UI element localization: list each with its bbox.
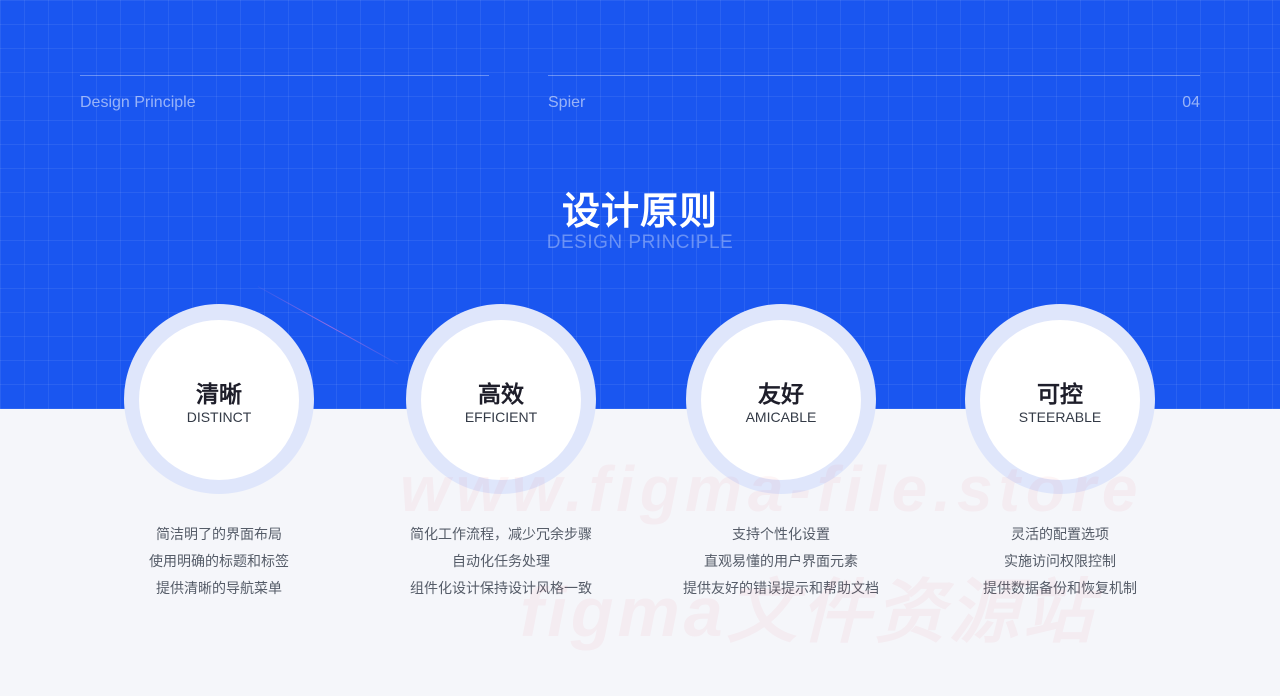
page-subtitle: DESIGN PRINCIPLE [546,232,734,253]
principle-description: 灵活的配置选项 实施访问权限控制 提供数据备份和恢复机制 [930,521,1190,602]
principle-en: AMICABLE [745,409,817,425]
description-line: 简化工作流程，减少冗余步骤 [410,526,592,542]
description-line: 实施访问权限控制 [1004,553,1116,569]
principle-name: 友好 [758,381,804,407]
principle-name: 高效 [478,381,524,407]
description-line: 自动化任务处理 [452,553,550,569]
header-rule-left [80,75,489,76]
principle-en: STEERABLE [1018,409,1102,425]
header-label-center: Spier [548,94,586,111]
description-line: 直观易懂的用户界面元素 [704,553,858,569]
description-line: 提供数据备份和恢复机制 [983,580,1137,596]
principle-en: EFFICIENT [464,409,538,425]
principle-name: 可控 [1037,381,1083,407]
description-line: 灵活的配置选项 [1011,526,1109,542]
description-line: 简洁明了的界面布局 [156,526,282,542]
header-rule-right [548,75,1200,76]
principle-card-amicable: 友好 AMICABLE [701,320,861,480]
page-number: 04 [1182,94,1200,111]
principle-description: 简化工作流程，减少冗余步骤 自动化任务处理 组件化设计保持设计风格一致 [371,521,631,602]
description-line: 支持个性化设置 [732,526,830,542]
description-line: 提供清晰的导航菜单 [156,580,282,596]
header-label-left: Design Principle [80,94,196,111]
principle-card-distinct: 清晰 DISTINCT [139,320,299,480]
principle-name: 清晰 [196,381,242,407]
page-title: 设计原则 [561,191,718,233]
principle-en: DISTINCT [186,409,252,425]
description-line: 提供友好的错误提示和帮助文档 [683,580,879,596]
principle-description: 支持个性化设置 直观易懂的用户界面元素 提供友好的错误提示和帮助文档 [651,521,911,602]
description-line: 使用明确的标题和标签 [149,553,289,569]
principle-card-steerable: 可控 STEERABLE [980,320,1140,480]
description-line: 组件化设计保持设计风格一致 [410,580,592,596]
principle-card-efficient: 高效 EFFICIENT [421,320,581,480]
principle-description: 简洁明了的界面布局 使用明确的标题和标签 提供清晰的导航菜单 [89,521,349,602]
